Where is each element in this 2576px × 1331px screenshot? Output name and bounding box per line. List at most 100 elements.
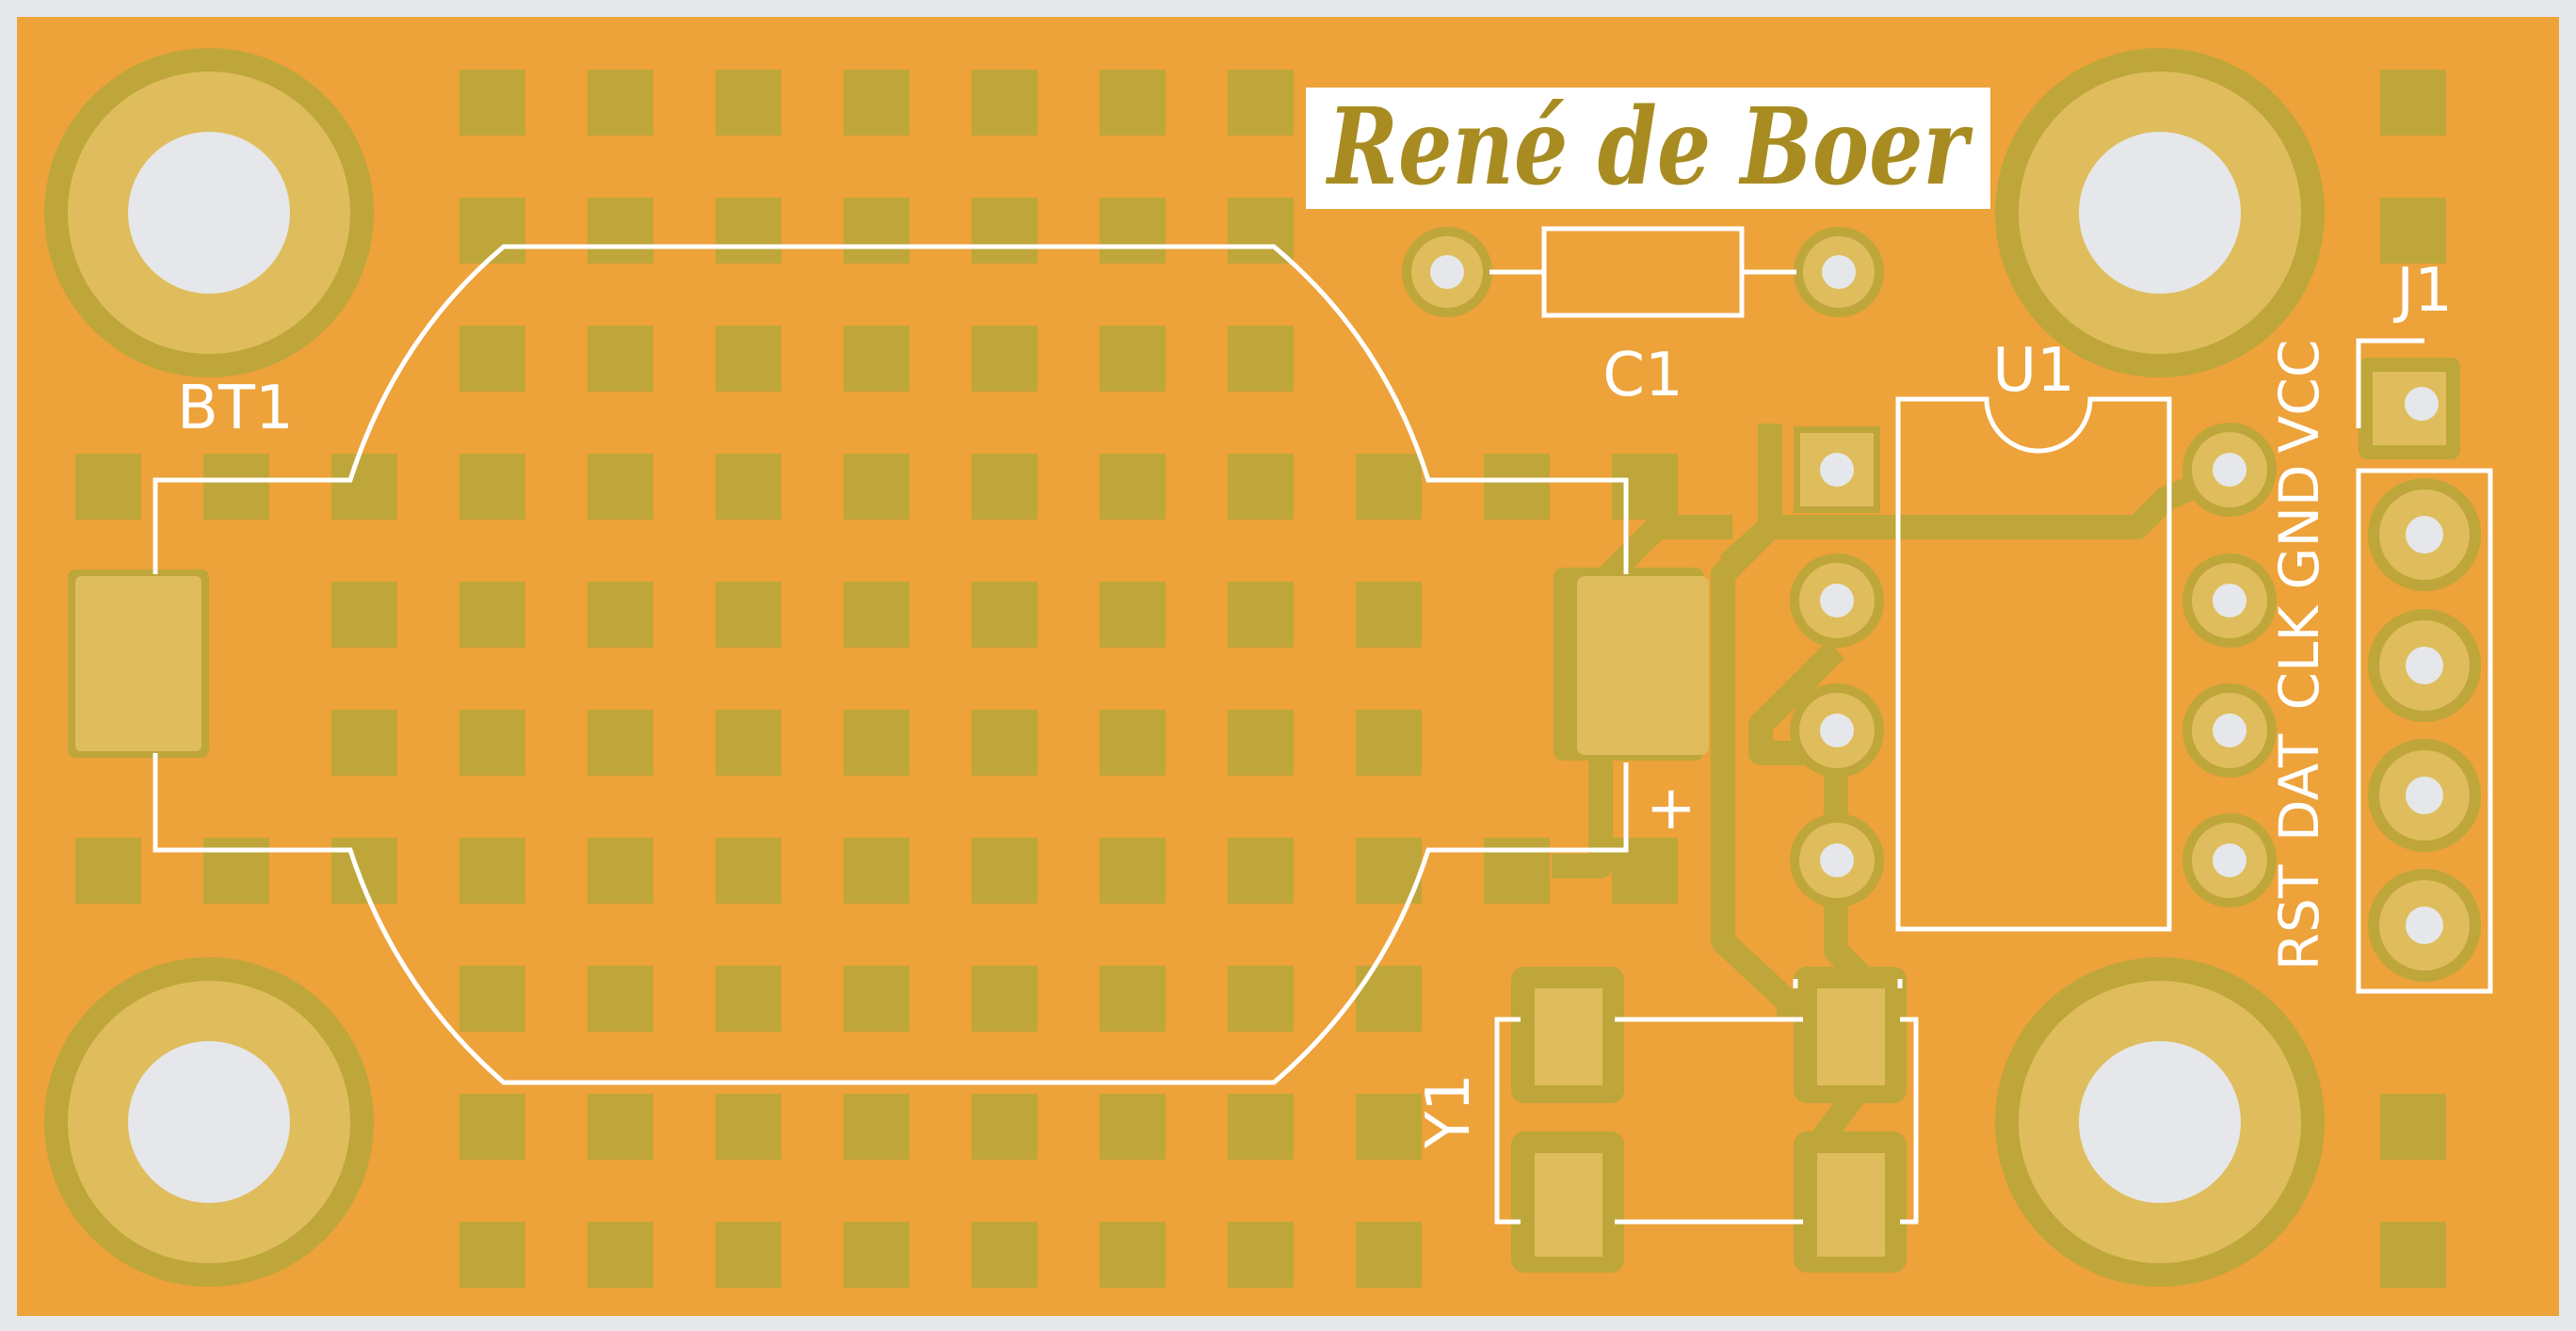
u1-pin-right-3 — [2182, 683, 2277, 778]
copper-square — [331, 710, 397, 776]
u1-outline — [1895, 396, 2172, 932]
copper-square — [972, 454, 1038, 520]
j1-pin-label-rst: RST — [2267, 864, 2331, 970]
copper-square — [844, 198, 910, 264]
copper-square — [972, 326, 1038, 392]
copper-square — [844, 326, 910, 392]
j1-pin-label-clk: CLK — [2267, 604, 2331, 711]
copper-square — [331, 582, 397, 648]
u1-pin-left-4 — [1790, 813, 1884, 907]
j1-pin-5 — [2368, 869, 2481, 982]
mounting-hole-bottom-left — [44, 957, 374, 1287]
copper-square — [1356, 1222, 1422, 1288]
mounting-hole-bottom-right — [1995, 957, 2325, 1287]
copper-square — [1100, 966, 1166, 1032]
copper-square — [1228, 70, 1294, 136]
copper-square — [1228, 966, 1294, 1032]
copper-square — [588, 582, 653, 648]
u1-pin-right-2 — [2182, 553, 2277, 648]
copper-square — [588, 454, 653, 520]
copper-square — [972, 838, 1038, 904]
copper-square — [716, 710, 781, 776]
copper-square — [459, 710, 525, 776]
j1-pin-4 — [2368, 739, 2481, 852]
copper-square — [1228, 838, 1294, 904]
copper-square — [972, 966, 1038, 1032]
copper-square — [588, 966, 653, 1032]
copper-square — [1228, 582, 1294, 648]
copper-square — [1100, 1222, 1166, 1288]
copper-square — [844, 1094, 910, 1160]
copper-square — [716, 70, 781, 136]
copper-square — [588, 326, 653, 392]
copper-square — [716, 326, 781, 392]
copper-square — [1228, 1094, 1294, 1160]
u1-pin-left-2 — [1790, 553, 1884, 648]
copper-square — [459, 198, 525, 264]
j1-pin-3 — [2368, 609, 2481, 722]
copper-square — [972, 710, 1038, 776]
copper-square — [844, 710, 910, 776]
copper-square — [1100, 198, 1166, 264]
copper-square — [2380, 1222, 2446, 1288]
j1-pins — [2368, 478, 2481, 982]
copper-square — [459, 1094, 525, 1160]
copper-square — [1100, 838, 1166, 904]
j1-pin-label-vcc: VCC — [2267, 340, 2331, 454]
copper-square — [1228, 710, 1294, 776]
copper-square — [1356, 710, 1422, 776]
copper-square — [1228, 326, 1294, 392]
copper-square — [459, 70, 525, 136]
copper-square — [716, 582, 781, 648]
copper-square — [588, 198, 653, 264]
copper-square — [588, 838, 653, 904]
copper-square — [716, 838, 781, 904]
copper-square — [331, 454, 397, 520]
y1-footprint — [1511, 967, 1907, 1273]
copper-square — [972, 198, 1038, 264]
copper-square — [972, 1222, 1038, 1288]
copper-square — [1356, 582, 1422, 648]
mounting-hole-top-left — [44, 48, 374, 377]
copper-square — [588, 1222, 653, 1288]
copper-square — [1100, 454, 1166, 520]
copper-square — [844, 1222, 910, 1288]
copper-square — [1484, 454, 1550, 520]
mounting-holes — [44, 48, 2325, 1287]
copper-square — [1356, 1094, 1422, 1160]
copper-square — [716, 454, 781, 520]
copper-square — [844, 70, 910, 136]
copper-square — [972, 1094, 1038, 1160]
u1-pin-right-1 — [2182, 423, 2277, 517]
copper-square — [2380, 198, 2446, 264]
copper-square — [588, 1094, 653, 1160]
copper-square — [459, 966, 525, 1032]
logo-text: René de Boer — [1326, 86, 1973, 209]
copper-square — [459, 1222, 525, 1288]
copper-square — [972, 582, 1038, 648]
copper-square — [1100, 582, 1166, 648]
copper-square — [75, 454, 141, 520]
copper-square — [1100, 710, 1166, 776]
bt1-outline — [153, 244, 1629, 1085]
copper-square — [844, 582, 910, 648]
j1-outline — [2356, 338, 2493, 994]
copper-square — [1228, 454, 1294, 520]
copper-square — [844, 454, 910, 520]
bt1-label: BT1 — [177, 374, 294, 443]
j1-pin-label-gnd: GND — [2267, 465, 2331, 590]
copper-square — [459, 326, 525, 392]
copper-square — [716, 966, 781, 1032]
u1-pin-left-3 — [1790, 683, 1884, 778]
j1-pin-label-dat: DAT — [2267, 733, 2331, 842]
copper-square — [459, 838, 525, 904]
bt1-polarity-label: + — [1646, 774, 1697, 843]
copper-pour-grid — [75, 70, 2446, 1288]
copper-square — [75, 838, 141, 904]
j1-pin-2 — [2368, 478, 2481, 591]
copper-square — [716, 1222, 781, 1288]
copper-square — [1356, 966, 1422, 1032]
copper-square — [2380, 70, 2446, 136]
mounting-hole-top-right — [1995, 48, 2325, 377]
copper-square — [1612, 454, 1678, 520]
